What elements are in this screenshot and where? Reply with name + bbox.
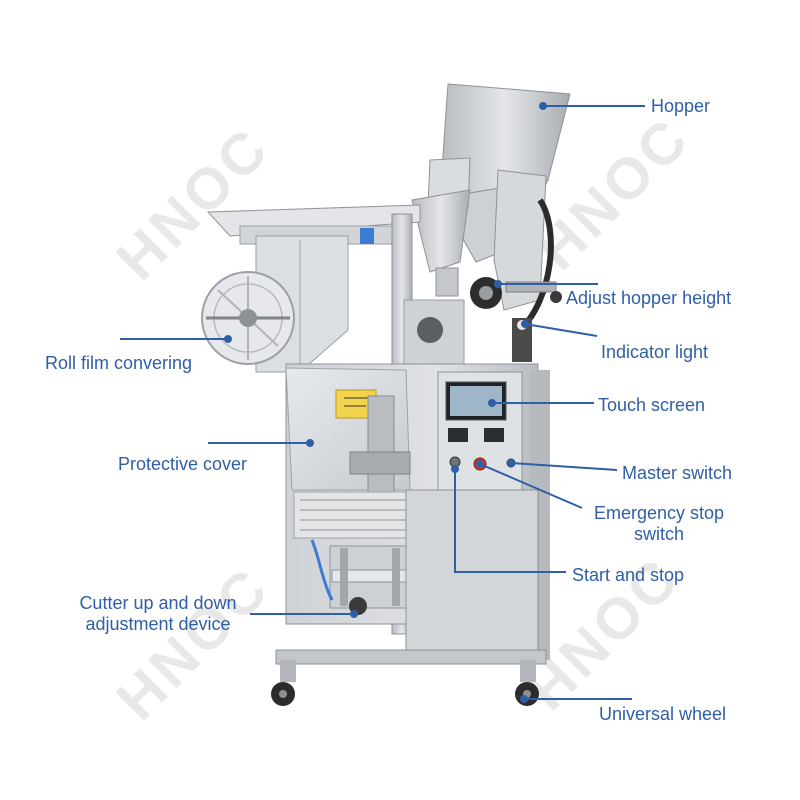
label-emergency-line1: Emergency stop xyxy=(593,503,725,523)
label-roll-film: Roll film convering xyxy=(45,353,193,373)
hopper-part xyxy=(411,83,571,297)
label-indicator-light: Indicator light xyxy=(601,342,709,362)
label-emergency-stop-switch: Emergency stop switch xyxy=(584,503,734,545)
cutter-part xyxy=(310,539,411,615)
label-hopper: Hopper xyxy=(651,96,711,116)
label-emergency-line2: switch xyxy=(633,524,684,544)
label-touch-screen: Touch screen xyxy=(598,395,706,415)
label-protective-cover: Protective cover xyxy=(118,454,248,474)
label-cutter-adjustment-device: Cutter up and down adjustment device xyxy=(60,593,256,635)
label-start-and-stop: Start and stop xyxy=(572,565,685,585)
label-adjust-hopper-height: Adjust hopper height xyxy=(566,288,732,308)
leader-lines xyxy=(120,102,645,703)
universal-wheel-part xyxy=(271,682,539,706)
roll-film-part xyxy=(201,271,295,365)
label-master-switch: Master switch xyxy=(622,463,733,483)
label-cutter-line1: Cutter up and down xyxy=(79,593,237,613)
touch-screen-part xyxy=(445,381,507,421)
label-cutter-line2: adjustment device xyxy=(85,614,231,634)
label-universal-wheel: Universal wheel xyxy=(599,704,727,724)
